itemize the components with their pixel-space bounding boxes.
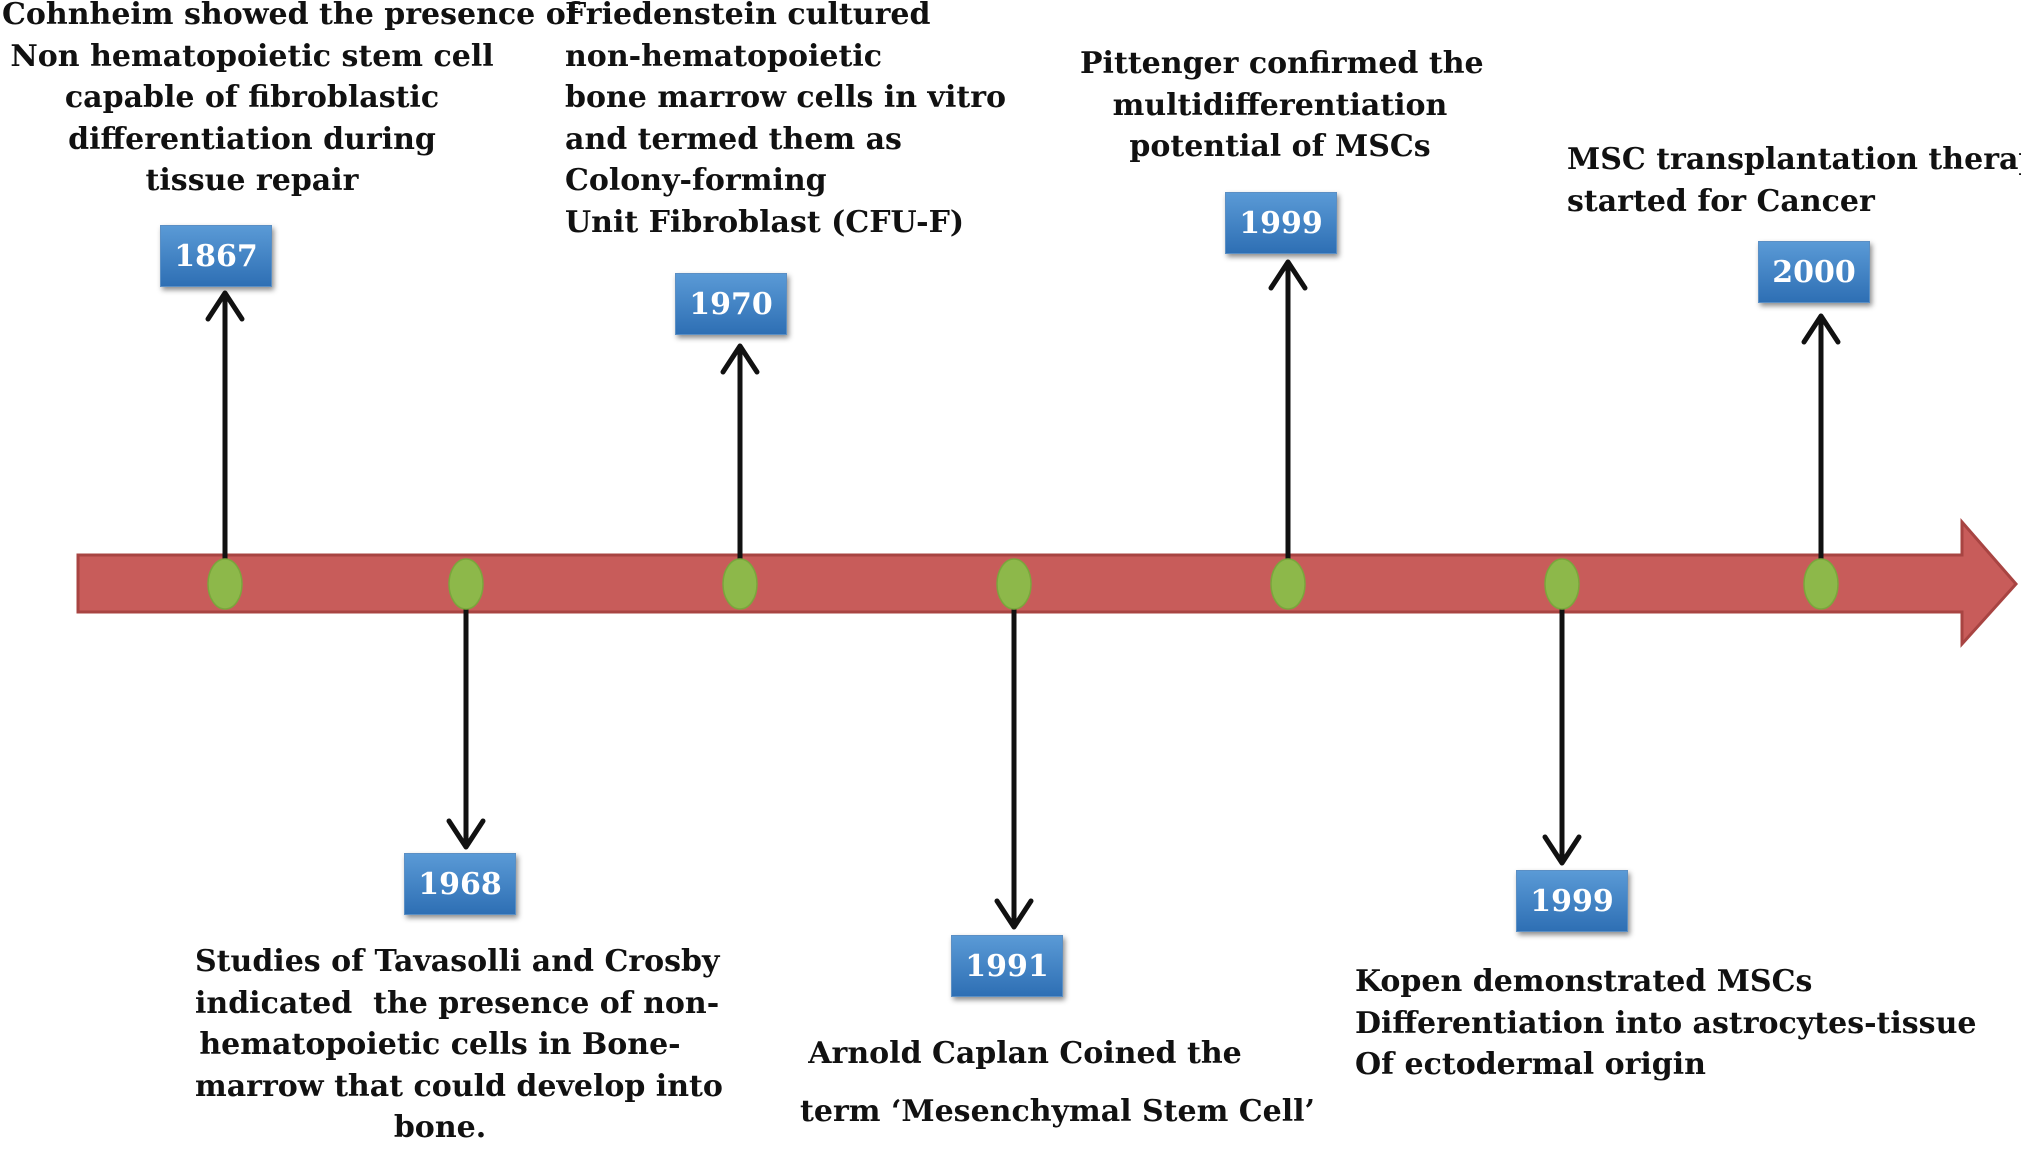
event-arrowhead-2000-6 (1801, 313, 1841, 345)
event-description-1999-top: Pittenger confirmed the multidifferentia… (1080, 46, 1484, 164)
event-dot-2000-6 (1803, 558, 1839, 610)
event-dot-1968-1 (448, 558, 484, 610)
event-arrowhead-1968-1 (446, 818, 486, 850)
year-box-1991: 1991 (951, 935, 1063, 997)
year-box-1970: 1970 (675, 273, 787, 335)
event-description-1999-bottom: Kopen demonstrated MSCs Differentiation … (1355, 964, 1977, 1082)
event-dot-1867-0 (207, 558, 243, 610)
event-connectors (205, 259, 1841, 930)
event-arrowhead-1999-5 (1542, 834, 1582, 866)
year-box-1867: 1867 (160, 225, 272, 287)
event-arrowhead-1970-2 (720, 343, 760, 375)
year-box-1999-top: 1999 (1225, 192, 1337, 254)
event-markers (207, 558, 1839, 610)
event-arrowhead-1991-3 (994, 898, 1034, 930)
year-box-2000: 2000 (1758, 241, 1870, 303)
event-arrowhead-1999-4 (1268, 259, 1308, 291)
event-description-2000: MSC transplantation therapy started for … (1567, 142, 2021, 219)
event-description-1968: Studies of Tavasolli and Crosby indicate… (195, 944, 723, 1145)
event-dot-1970-2 (722, 558, 758, 610)
event-dot-1999-5 (1544, 558, 1580, 610)
event-description-1991: Arnold Caplan Coined the term ‘Mesenchym… (800, 1036, 1315, 1129)
event-description-1867: Cohnheim showed the presence of Non hema… (2, 0, 579, 198)
event-dot-1991-3 (996, 558, 1032, 610)
year-box-1999-bottom: 1999 (1516, 870, 1628, 932)
event-dot-1999-4 (1270, 558, 1306, 610)
event-arrowhead-1867-0 (205, 290, 245, 322)
event-description-1970: Friedenstein cultured non-hematopoietic … (565, 0, 1007, 240)
timeline-arrow-bar (76, 517, 2019, 648)
year-box-1968: 1968 (404, 853, 516, 915)
